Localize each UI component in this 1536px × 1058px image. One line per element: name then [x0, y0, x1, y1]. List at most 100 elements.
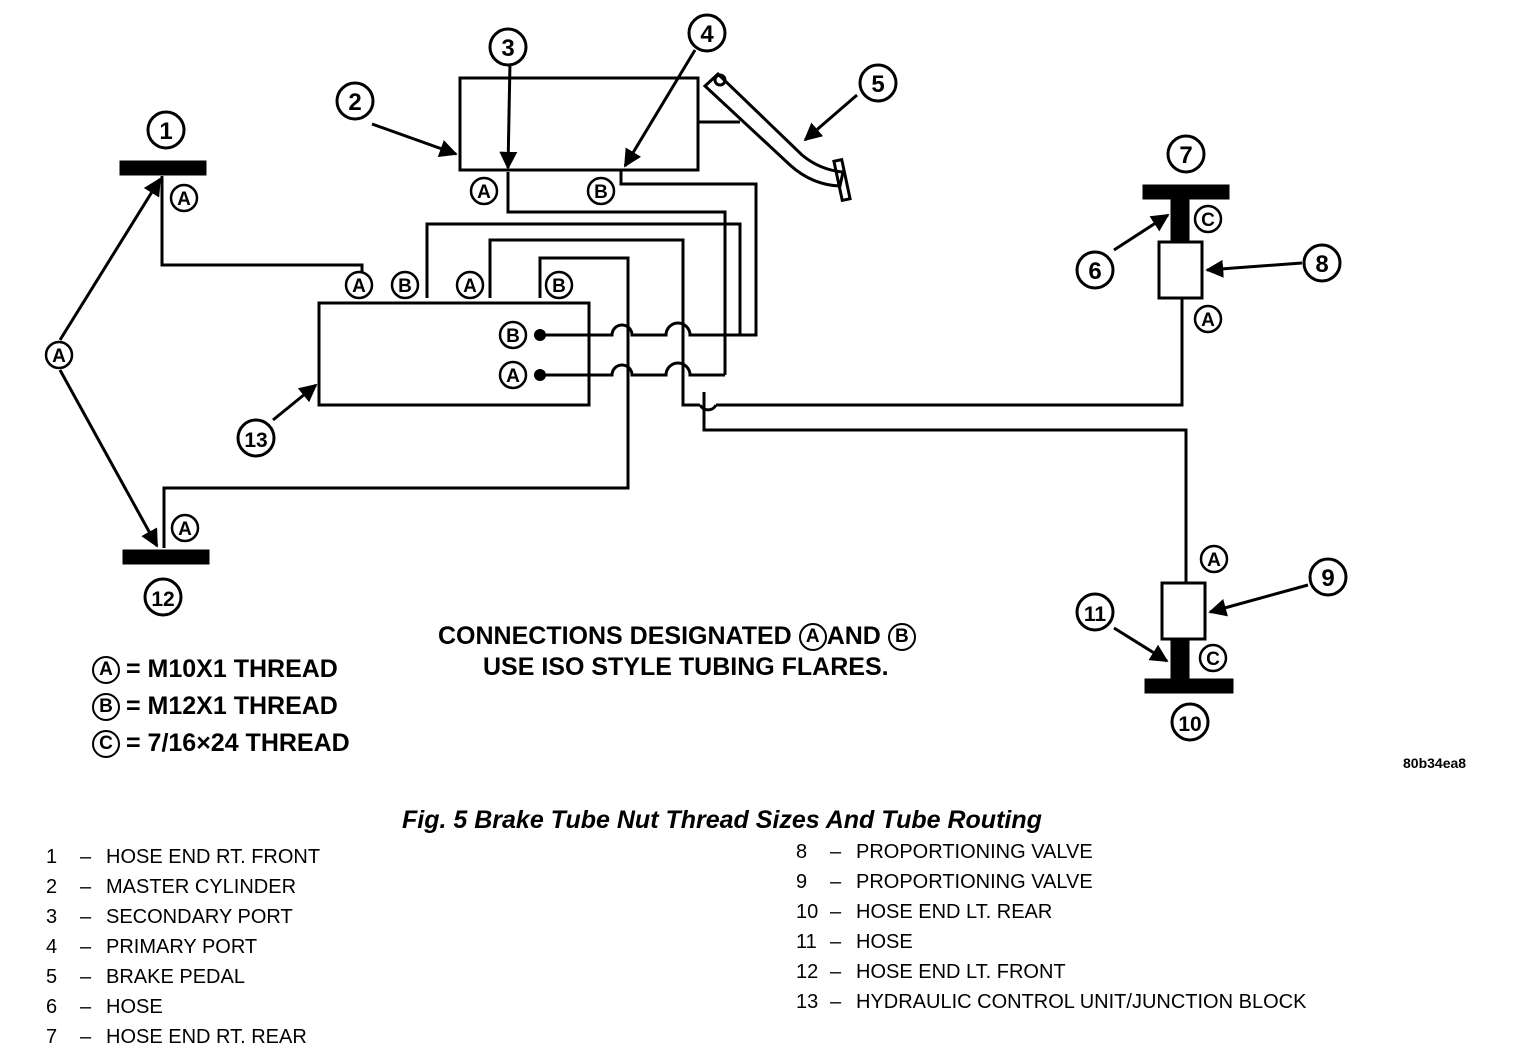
callout-9: 9: [1321, 565, 1334, 592]
callout-3: 3: [501, 35, 514, 62]
thread-legend-b: B= M12X1 THREAD: [92, 692, 338, 721]
port-label-a: A: [52, 346, 66, 367]
hose-lt-rear: [1170, 637, 1190, 685]
key-dash: –: [80, 1026, 92, 1048]
key-number: 7: [46, 1026, 58, 1048]
key-number: 8: [796, 841, 808, 863]
port-label-a: A: [1201, 310, 1215, 331]
key-number: 12: [796, 961, 819, 983]
key-item: 4–PRIMARY PORT: [46, 936, 257, 959]
hose-end-rt-rear: [1142, 184, 1230, 200]
key-number: 4: [46, 936, 58, 958]
port-label-b: B: [552, 276, 566, 297]
port-label-c: C: [1201, 210, 1215, 231]
key-dash: –: [830, 991, 842, 1013]
key-label: HOSE END LT. FRONT: [856, 961, 1066, 983]
key-label: BRAKE PEDAL: [106, 966, 245, 988]
key-item: 12–HOSE END LT. FRONT: [796, 961, 1066, 984]
port-label-a: A: [1207, 550, 1221, 571]
port-label-a: A: [178, 519, 192, 540]
callout-12: 12: [151, 588, 174, 611]
thread-legend-symbol: B: [92, 693, 120, 721]
hose-end-lt-front: [122, 549, 210, 565]
master-cylinder: [458, 76, 700, 172]
port-label-c: C: [1206, 649, 1220, 670]
key-label: MASTER CYLINDER: [106, 876, 297, 898]
key-number: 1: [46, 846, 58, 868]
iso-note-symbol-b: B: [887, 623, 916, 651]
key-dash: –: [830, 901, 842, 923]
port-label-a: A: [506, 366, 520, 387]
key-dash: –: [830, 961, 842, 983]
key-label: HYDRAULIC CONTROL UNIT/JUNCTION BLOCK: [856, 991, 1307, 1013]
iso-note-and: AND: [826, 622, 881, 650]
hose-end-lt-rear: [1144, 678, 1234, 694]
key-label: HOSE END RT. FRONT: [106, 846, 321, 868]
port-label-a: A: [177, 189, 191, 210]
key-dash: –: [830, 871, 842, 893]
callout-8: 8: [1315, 251, 1328, 278]
port-label-b: B: [594, 182, 608, 203]
key-label: HOSE END RT. REAR: [106, 1026, 307, 1048]
iso-note-line2: USE ISO STYLE TUBING FLARES.: [483, 653, 889, 681]
key-number: 10: [796, 901, 819, 923]
key-label: PRIMARY PORT: [106, 936, 258, 958]
key-label: HOSE: [106, 996, 163, 1018]
port-label-a: A: [463, 276, 477, 297]
port-label-b: B: [398, 276, 412, 297]
figure-title: Fig. 5 Brake Tube Nut Thread Sizes And T…: [402, 806, 1042, 834]
port-label-a: A: [477, 182, 491, 203]
callout-13: 13: [244, 429, 267, 452]
key-number: 11: [796, 931, 817, 953]
key-item: 11–HOSE: [796, 931, 913, 954]
callout-11: 11: [1084, 603, 1107, 626]
brake-pedal: [702, 71, 845, 188]
thread-legend-symbol: A: [92, 656, 120, 684]
hose-rt-rear: [1170, 196, 1190, 244]
key-item: 6–HOSE: [46, 996, 163, 1019]
key-item: 10–HOSE END LT. REAR: [796, 901, 1052, 924]
thread-legend-text: = M10X1 THREAD: [126, 655, 338, 683]
key-item: 7–HOSE END RT. REAR: [46, 1026, 307, 1049]
thread-legend-a: A= M10X1 THREAD: [92, 655, 338, 684]
iso-note-symbol-a: A: [798, 623, 827, 651]
key-item: 1–HOSE END RT. FRONT: [46, 846, 320, 869]
thread-legend-symbol: C: [92, 730, 120, 758]
key-dash: –: [830, 841, 842, 863]
callout-2: 2: [348, 89, 361, 116]
key-label: PROPORTIONING VALVE: [856, 841, 1093, 863]
key-label: HOSE END LT. REAR: [856, 901, 1053, 923]
port-label-a: A: [352, 276, 366, 297]
iso-note-prefix: CONNECTIONS DESIGNATED: [438, 622, 792, 650]
key-item: 8–PROPORTIONING VALVE: [796, 841, 1093, 864]
proportioning-valve-9: [1160, 581, 1207, 641]
key-item: 2–MASTER CYLINDER: [46, 876, 296, 899]
image-code: 80b34ea8: [1403, 755, 1467, 771]
key-dash: –: [80, 966, 92, 988]
thread-legend-c: C= 7/16×24 THREAD: [92, 729, 350, 758]
key-dash: –: [80, 936, 92, 958]
key-number: 2: [46, 876, 58, 898]
key-item: 9–PROPORTIONING VALVE: [796, 871, 1093, 894]
thread-legend-text: = M12X1 THREAD: [126, 692, 338, 720]
key-number: 9: [796, 871, 808, 893]
key-label: HOSE: [856, 931, 913, 953]
key-item: 13–HYDRAULIC CONTROL UNIT/JUNCTION BLOCK: [796, 991, 1306, 1014]
callout-1: 1: [159, 118, 172, 145]
callout-6: 6: [1088, 258, 1101, 285]
key-item: 5–BRAKE PEDAL: [46, 966, 245, 989]
key-number: 13: [796, 991, 819, 1013]
callout-4: 4: [700, 21, 714, 48]
key-dash: –: [830, 931, 842, 953]
callout-7: 7: [1179, 142, 1192, 169]
key-dash: –: [80, 846, 92, 868]
key-item: 3–SECONDARY PORT: [46, 906, 293, 929]
callout-10: 10: [1178, 713, 1201, 736]
key-label: SECONDARY PORT: [106, 906, 293, 928]
key-dash: –: [80, 996, 92, 1018]
hose-end-rt-front: [119, 160, 207, 176]
thread-legend-text: = 7/16×24 THREAD: [126, 729, 350, 757]
port-label-b: B: [506, 326, 520, 347]
key-number: 5: [46, 966, 58, 988]
